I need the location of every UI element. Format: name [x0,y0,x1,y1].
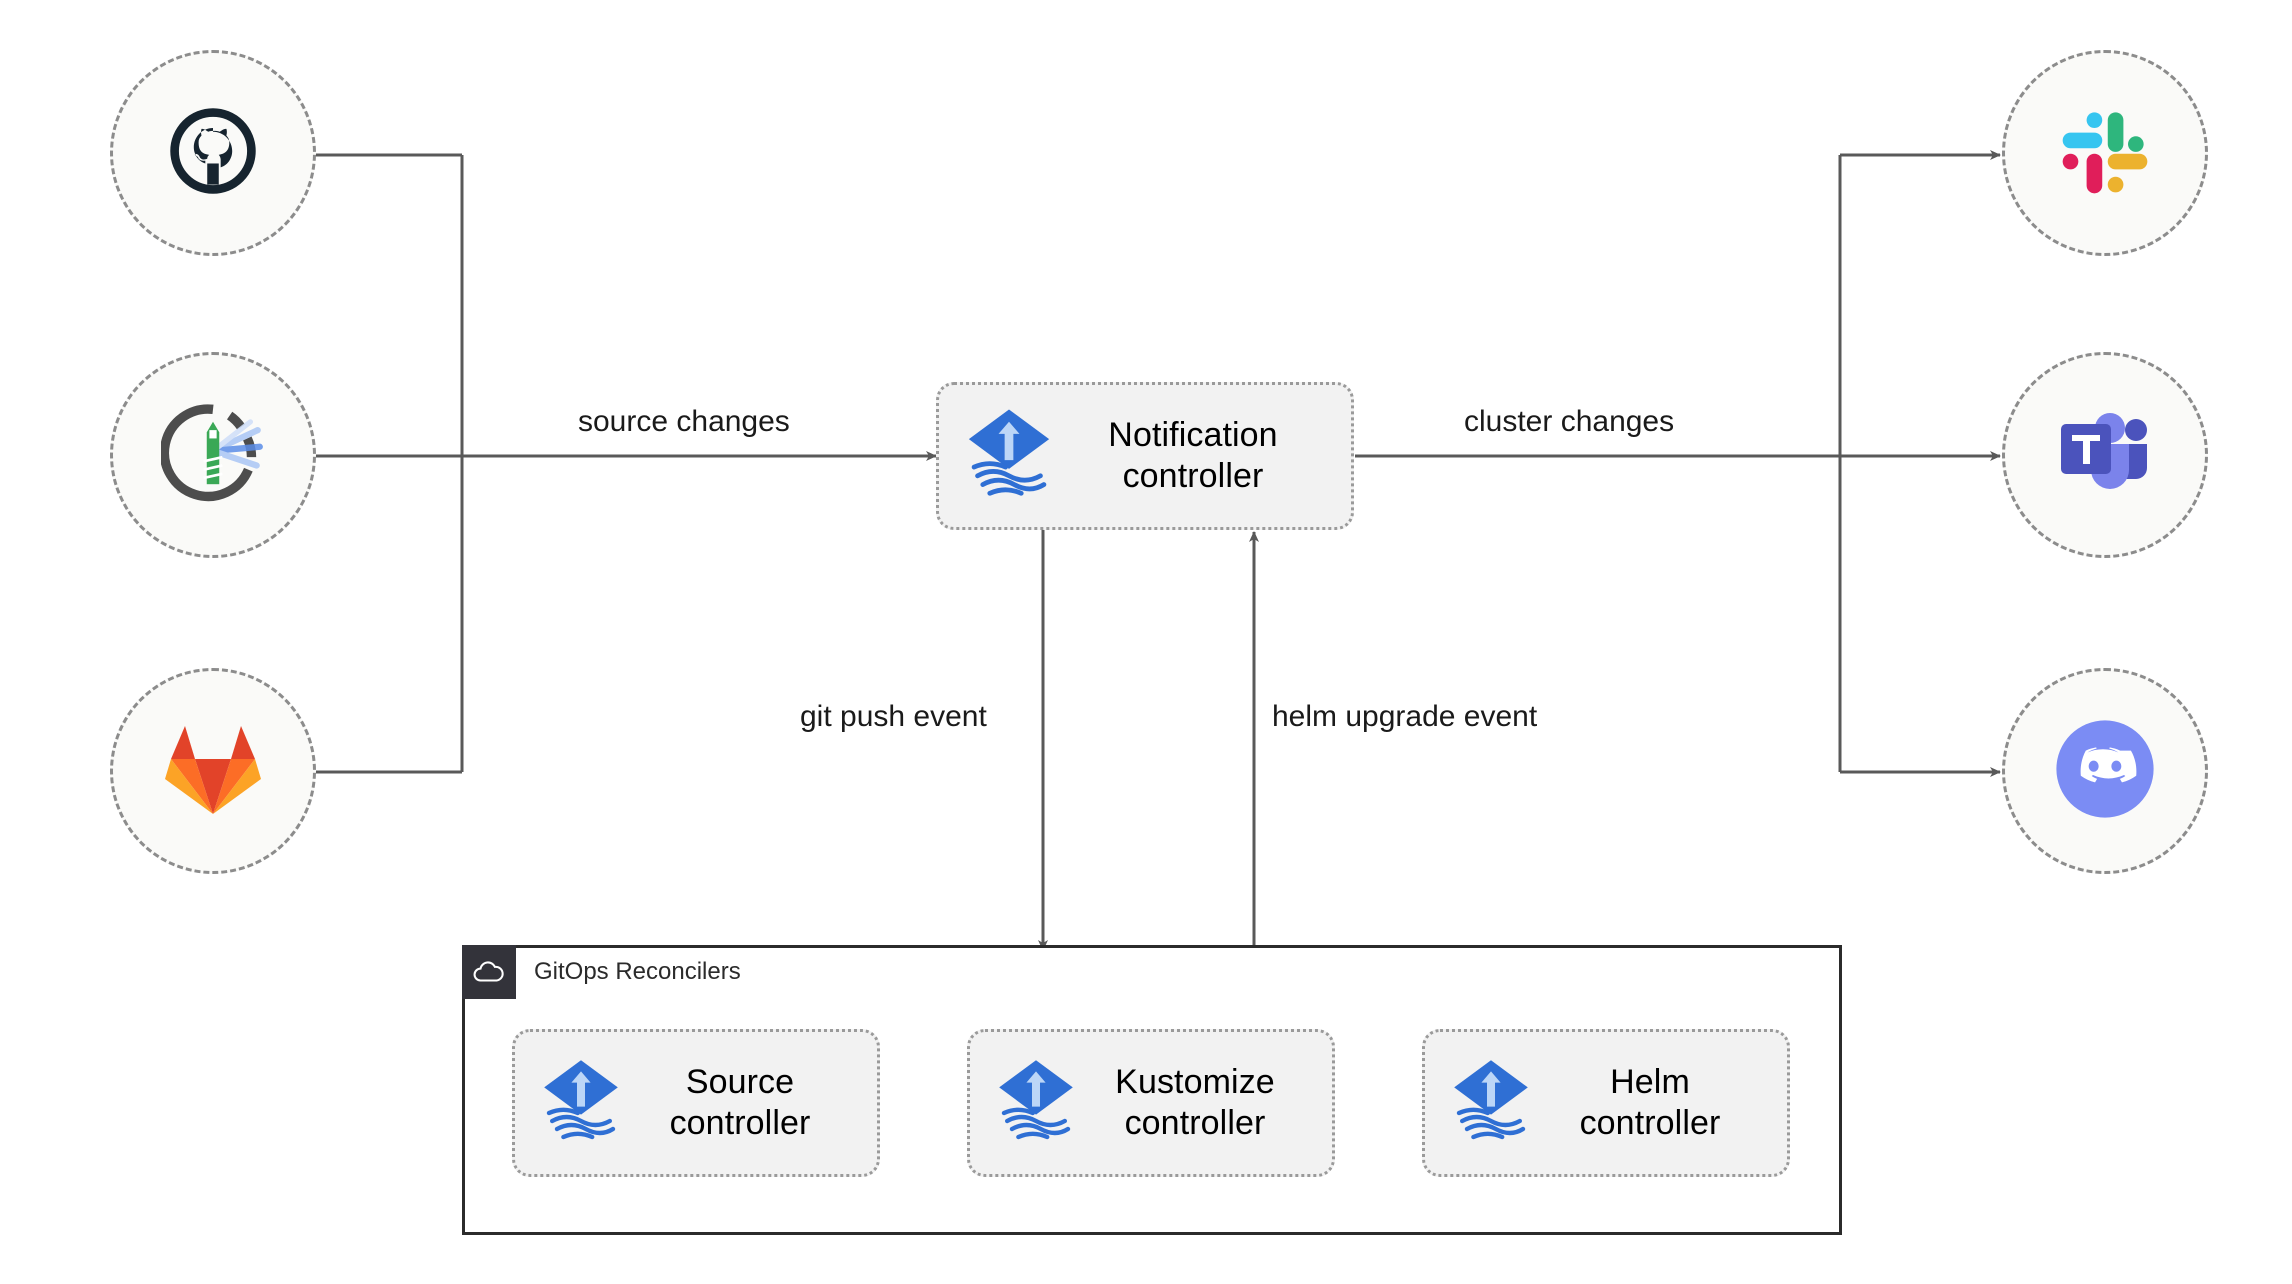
edge-label-cluster-changes: cluster changes [1464,405,1675,438]
gitops-reconcilers-header: GitOps Reconcilers [462,945,741,999]
edge-label-git-push-event: git push event [800,700,987,733]
flux-logo-icon [965,406,1053,507]
target-node-teams[interactable] [2002,352,2208,558]
source-controller-node[interactable]: Source controller [512,1029,880,1177]
source-node-github[interactable] [110,50,316,256]
target-node-discord[interactable] [2002,668,2208,874]
helm-controller-node[interactable]: Helm controller [1422,1029,1790,1177]
flux-logo-icon [1451,1057,1531,1150]
source-node-gitlab[interactable] [110,668,316,874]
edge-label-source-changes: source changes [578,405,790,438]
discord-icon [2051,715,2159,828]
notification-controller-label: Notification controller [1108,415,1278,495]
notification-controller-node[interactable]: Notification controller [936,382,1354,530]
ms-teams-icon [2055,408,2155,503]
gitlab-icon [163,722,263,821]
target-node-slack[interactable] [2002,50,2208,256]
source-node-flux[interactable] [110,352,316,558]
source-controller-label: Source controller [669,1062,811,1142]
cloud-icon [462,945,516,999]
kustomize-controller-node[interactable]: Kustomize controller [967,1029,1335,1177]
gitops-reconcilers-title: GitOps Reconcilers [534,958,741,985]
flux-lighthouse-icon [159,401,265,510]
github-icon [165,103,261,204]
flux-logo-icon [996,1057,1076,1150]
edge-label-helm-upgrade-event: helm upgrade event [1272,700,1538,733]
flux-logo-icon [541,1057,621,1150]
kustomize-controller-label: Kustomize controller [1115,1062,1275,1142]
helm-controller-label: Helm controller [1579,1062,1721,1142]
slack-icon [2059,105,2151,202]
